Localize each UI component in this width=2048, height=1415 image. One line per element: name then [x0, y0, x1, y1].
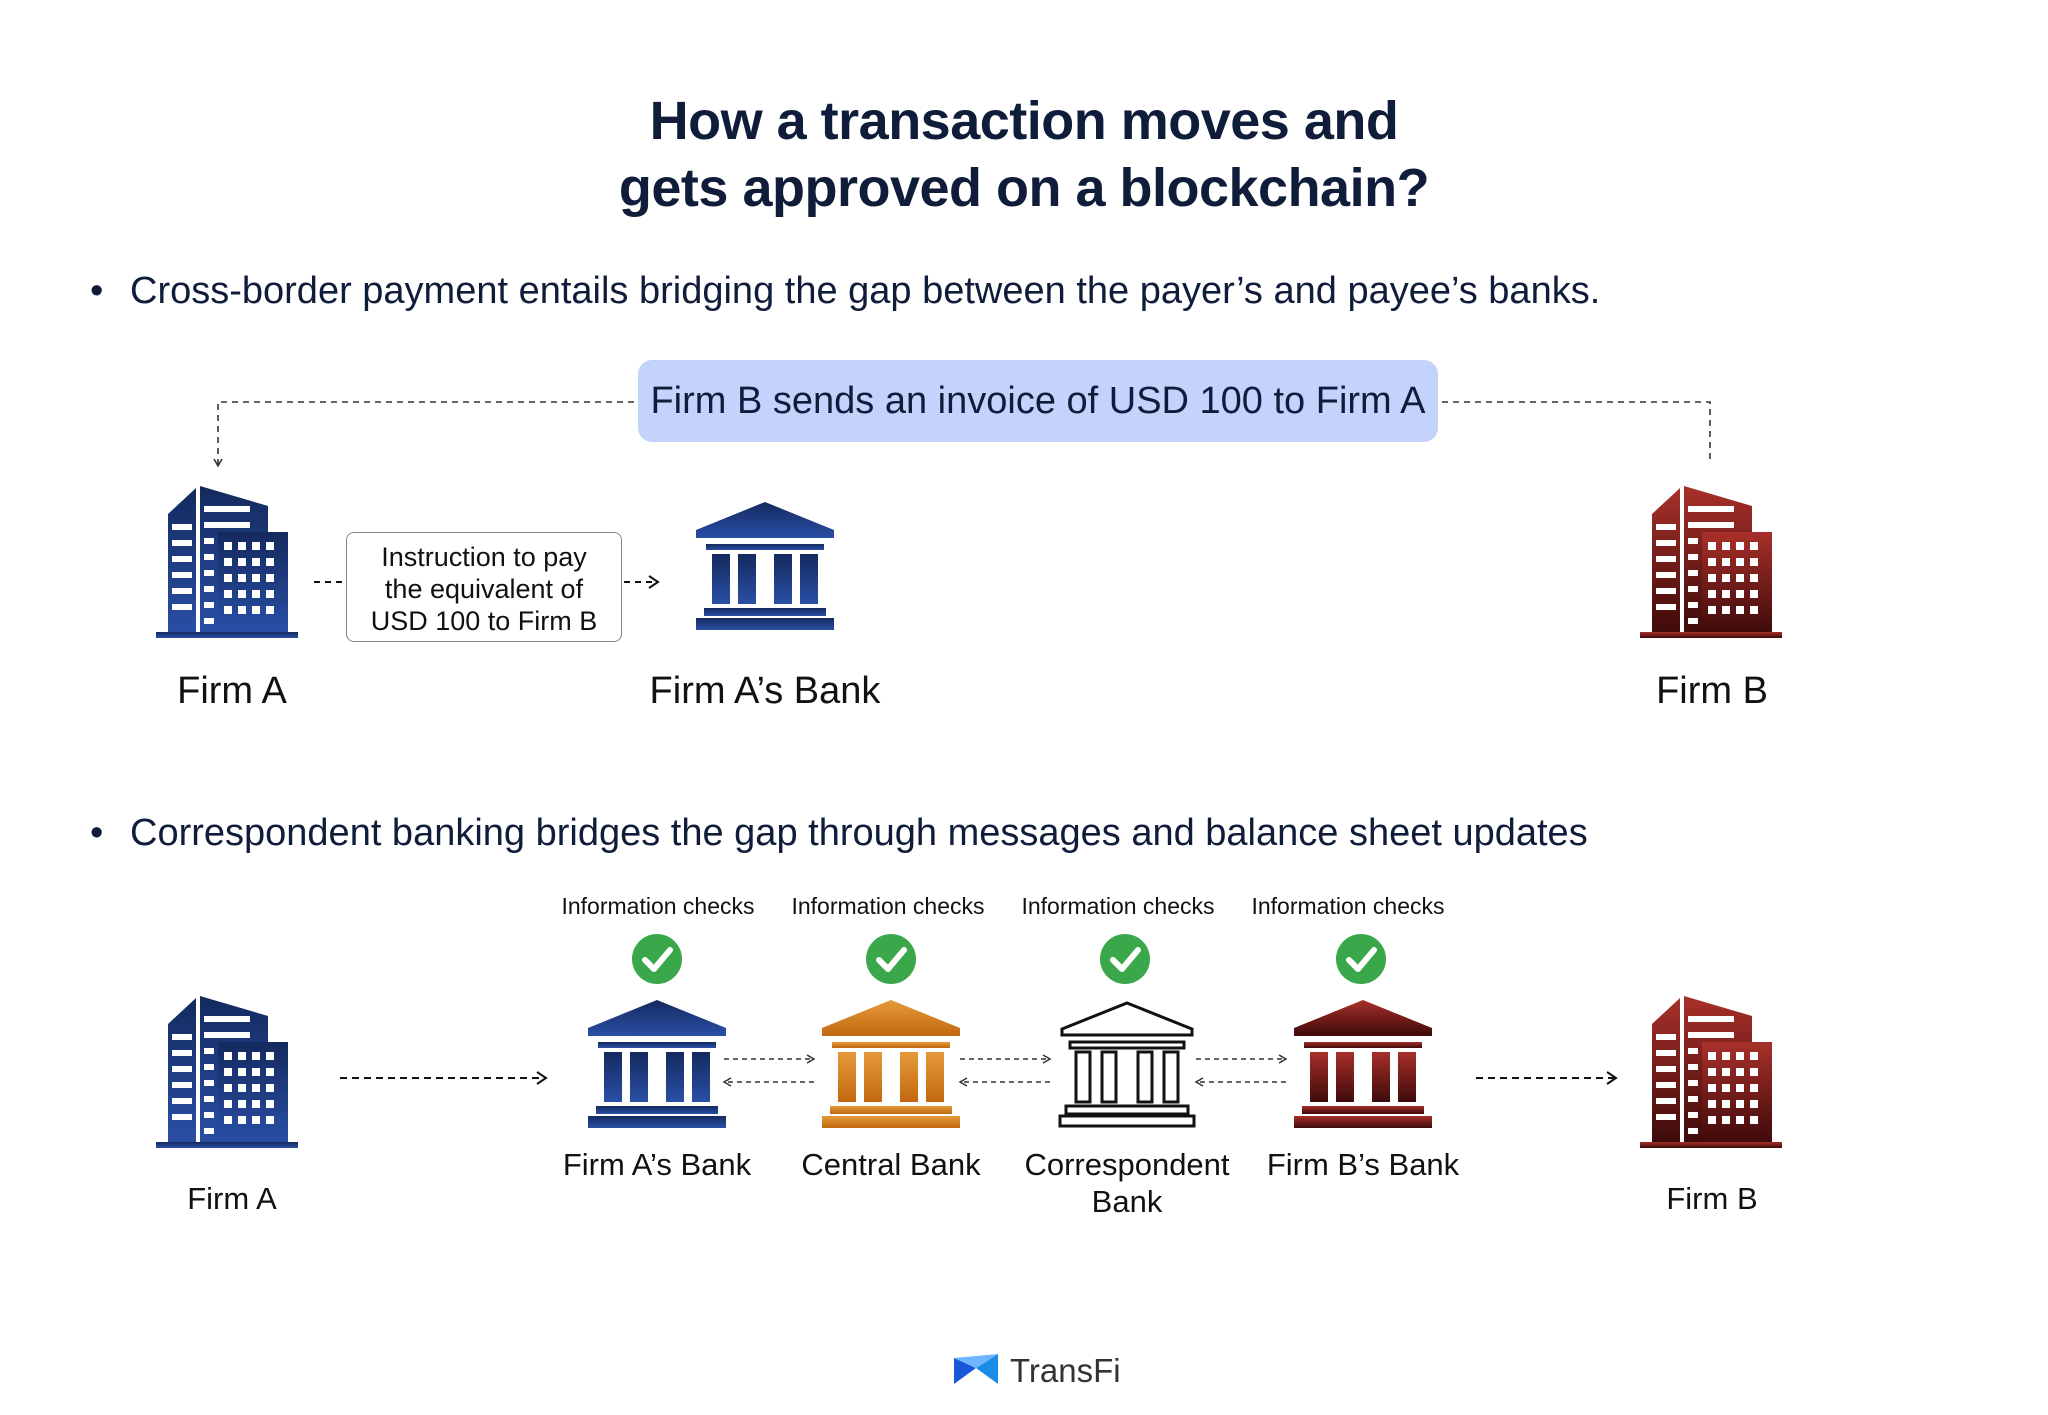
building-icon	[156, 486, 298, 638]
building-icon	[156, 996, 298, 1148]
bank-icon	[588, 1000, 726, 1128]
section2-bullet: •Correspondent banking bridges the gap t…	[90, 812, 1588, 854]
correspondent-line-2: Bank	[1091, 1184, 1163, 1219]
transfi-logo-icon	[954, 1354, 998, 1384]
invoice-line-left	[213, 401, 634, 468]
brand-name: TransFi	[1010, 1352, 1121, 1389]
info-check-label-4: Information checks	[1251, 893, 1445, 919]
node-label-central-bank: Central Bank	[801, 1147, 981, 1182]
info-check-label-2: Information checks	[791, 893, 985, 919]
bullet-dot: •	[90, 270, 104, 312]
check-icon	[866, 934, 916, 984]
node-label-firm-b-bank: Firm B’s Bank	[1266, 1147, 1460, 1182]
node-label-firm-a-2: Firm A	[187, 1181, 277, 1216]
bullet-dot: •	[90, 812, 104, 854]
invoice-line-right	[1442, 401, 1711, 462]
correspondent-line-1: Correspondent	[1024, 1147, 1230, 1182]
bank-icon	[1058, 1001, 1196, 1128]
title-line-2: gets approved on a blockchain?	[618, 158, 1430, 218]
node-label-firm-b: Firm B	[1656, 670, 1768, 712]
bank-icon	[696, 502, 834, 630]
bank-icon	[822, 1000, 960, 1128]
check-icon	[1336, 934, 1386, 984]
instruction-line-2: the equivalent of	[384, 574, 584, 604]
node-label-firm-a-bank-2: Firm A’s Bank	[562, 1147, 752, 1182]
node-label-firm-a-bank: Firm A’s Bank	[649, 670, 881, 712]
instruction-box: Instruction to pay the equivalent of USD…	[346, 532, 622, 642]
node-label-firm-a: Firm A	[177, 670, 287, 712]
info-check-label-3: Information checks	[1021, 893, 1215, 919]
building-icon	[1640, 996, 1782, 1148]
check-icon	[632, 934, 682, 984]
info-check-label-1: Information checks	[561, 893, 755, 919]
invoice-box: Firm B sends an invoice of USD 100 to Fi…	[638, 360, 1438, 442]
page-title: How a transaction moves and gets approve…	[0, 88, 2048, 222]
node-label-correspondent-bank: Correspondent Bank	[1007, 1146, 1247, 1220]
title-line-1: How a transaction moves and	[649, 91, 1399, 151]
instruction-line-3: USD 100 to Firm B	[370, 606, 598, 636]
instruction-line-1: Instruction to pay	[381, 542, 587, 572]
bank-icon	[1294, 1000, 1432, 1128]
node-label-firm-b-2: Firm B	[1666, 1181, 1758, 1216]
check-icon	[1100, 934, 1150, 984]
section1-bullet: •Cross-border payment entails bridging t…	[90, 270, 1601, 312]
building-icon	[1640, 486, 1782, 638]
